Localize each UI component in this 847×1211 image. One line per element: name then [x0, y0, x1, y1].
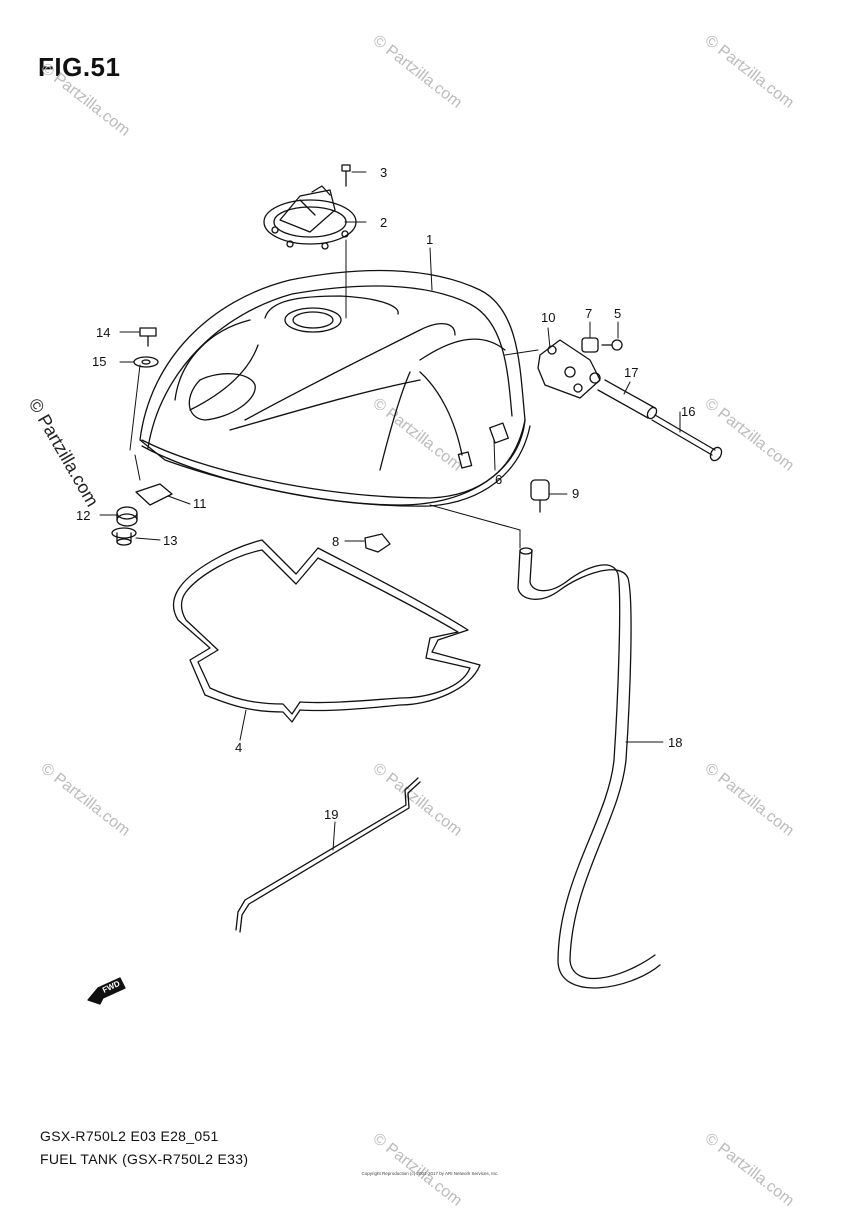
callout-12: 12: [76, 508, 90, 523]
leader-lines: [99, 171, 681, 851]
clip-8: [364, 533, 391, 553]
footer-caption: FUEL TANK (GSX-R750L2 E33): [40, 1151, 249, 1167]
bolt-5: [601, 339, 623, 351]
washer-15: [133, 356, 159, 368]
rod-19: [235, 777, 421, 933]
forward-arrow-icon: [87, 977, 126, 1005]
bolt-16: [651, 414, 723, 462]
fuel-cap: [263, 185, 357, 250]
bolt-3: [341, 164, 351, 187]
callout-10: 10: [541, 310, 555, 325]
callout-6: 6: [495, 472, 502, 487]
callout-11: 11: [193, 496, 207, 511]
gasket-4: [172, 539, 481, 723]
bolt-14: [139, 327, 157, 347]
callout-1: 1: [426, 232, 433, 247]
callout-9: 9: [572, 486, 579, 501]
callout-4: 4: [235, 740, 242, 755]
callout-19: 19: [324, 807, 338, 822]
footer-model-code: GSX-R750L2 E03 E28_051: [40, 1128, 219, 1144]
callout-15: 15: [92, 354, 106, 369]
copyright-notice: Copyright Reproduction (c) 2001-2017 by …: [361, 1171, 499, 1176]
callout-17: 17: [624, 365, 638, 380]
hose-18: [517, 547, 661, 989]
bracket-11: [135, 483, 173, 506]
callout-2: 2: [380, 215, 387, 230]
callout-5: 5: [614, 306, 621, 321]
cushion-7: [581, 337, 599, 353]
cushion-12: [116, 506, 138, 527]
bracket-10: [537, 339, 601, 399]
callout-16: 16: [681, 404, 695, 419]
callout-7: 7: [585, 306, 592, 321]
collar-13: [111, 527, 137, 546]
callout-18: 18: [668, 735, 682, 750]
callout-14: 14: [96, 325, 110, 340]
figure-title: FIG.51: [38, 52, 121, 82]
fuel-tank-body: [139, 269, 531, 507]
callout-3: 3: [380, 165, 387, 180]
damper-9: [530, 479, 550, 513]
callout-13: 13: [163, 533, 177, 548]
callout-8: 8: [332, 534, 339, 549]
